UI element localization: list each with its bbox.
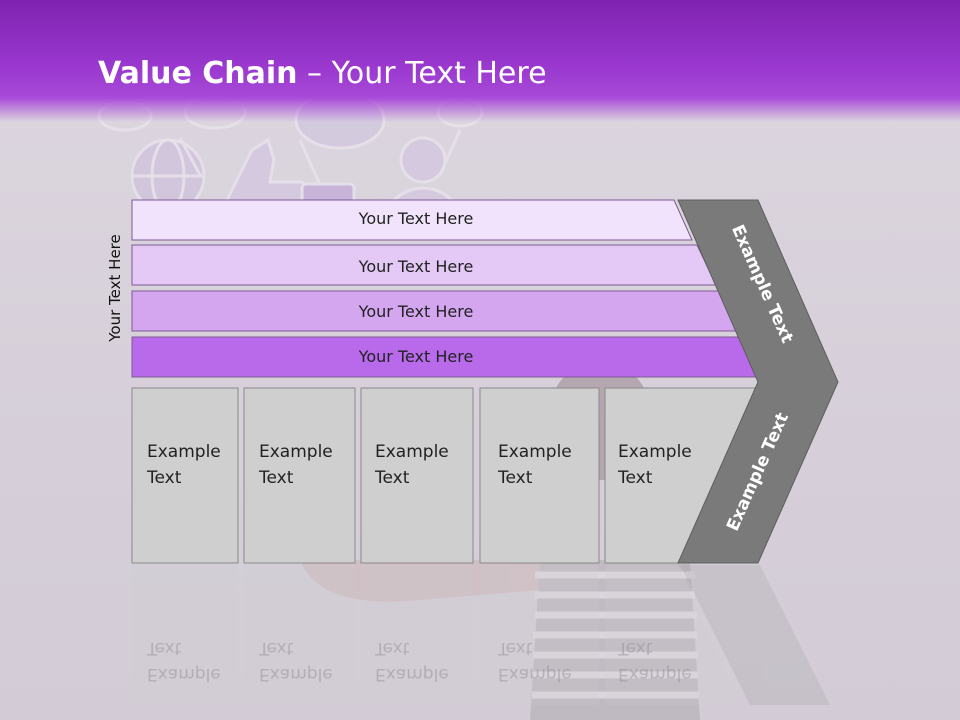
column-4-reflection-line-1: Example [498, 664, 572, 684]
column-1-text: Example Text [147, 439, 221, 491]
column-3-reflection-line-1: Example [375, 664, 449, 684]
page-title: Value Chain – Your Text Here [98, 56, 547, 91]
column-5-text: Example Text [618, 439, 692, 491]
column-3-box [360, 387, 474, 564]
column-4-reflection-line-2: Text [498, 638, 533, 658]
column-2-reflection-line-1: Example [259, 664, 333, 684]
column-4-line-2: Text [498, 468, 533, 488]
row-1-text: Your Text Here [358, 209, 474, 228]
title-rest: – Your Text Here [297, 56, 547, 91]
column-1-reflection-line-1: Example [147, 664, 221, 684]
column-3-reflection-line-2: Text [375, 638, 410, 658]
column-2-box [243, 387, 356, 564]
column-3-line-2: Text [375, 468, 410, 488]
side-label: Your Text Here [106, 234, 124, 342]
column-5-reflection-line-1: Example [618, 664, 692, 684]
column-4-line-1: Example [498, 442, 572, 462]
column-1-reflection: Example Text [147, 635, 221, 687]
chevron-arrow [677, 199, 839, 564]
row-2-text: Your Text Here [358, 257, 474, 276]
column-1-reflection-line-2: Text [147, 638, 182, 658]
column-2-line-1: Example [259, 442, 333, 462]
column-1-line-1: Example [147, 442, 221, 462]
column-3-line-1: Example [375, 442, 449, 462]
column-4-text: Example Text [498, 439, 572, 491]
column-5-line-2: Text [618, 468, 653, 488]
column-4-reflection: Example Text [498, 635, 572, 687]
header-bar [0, 0, 960, 122]
column-5-reflection: Example Text [618, 635, 692, 687]
column-5-reflection-line-2: Text [618, 638, 653, 658]
row-4-text: Your Text Here [358, 347, 474, 366]
column-4-box [479, 387, 600, 564]
column-5-line-1: Example [618, 442, 692, 462]
column-2-text: Example Text [259, 439, 333, 491]
column-2-reflection-line-2: Text [259, 638, 294, 658]
column-1-line-2: Text [147, 468, 182, 488]
title-bold: Value Chain [98, 56, 298, 91]
row-1-bar [131, 199, 693, 241]
column-2-reflection: Example Text [259, 635, 333, 687]
column-3-reflection: Example Text [375, 635, 449, 687]
globe-icon [130, 138, 206, 214]
column-2-line-2: Text [259, 468, 294, 488]
row-3-text: Your Text Here [358, 302, 474, 321]
column-1-box [131, 387, 239, 564]
column-3-text: Example Text [375, 439, 449, 491]
